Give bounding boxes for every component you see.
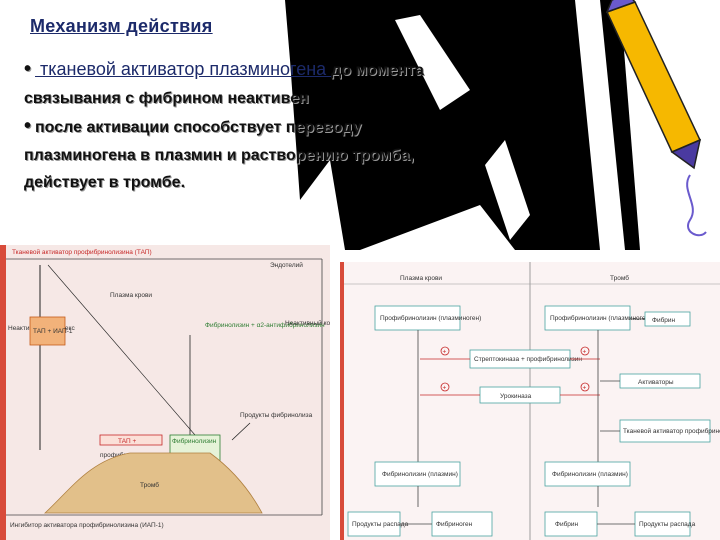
plus-sign-1: + (443, 349, 447, 356)
bullet-line-1: • тканевой активатор плазминогена до мом… (24, 58, 424, 81)
inactive-complex-right-label: Неактивный комплекс (285, 319, 330, 327)
fibrinolysin-green-label: Фибринолизин (172, 437, 217, 445)
fibrin-bottom-label: Фибрин (555, 520, 579, 528)
right-figure-border (340, 262, 344, 540)
tap-plus-box (99, 434, 163, 446)
fibrin-bottom-box (544, 511, 598, 537)
bullet1-blue-text: тканевой активатор плазминогена (35, 59, 332, 79)
bullet-icon: • (24, 115, 32, 137)
fibrinolysin-right-label: Фибринолизин (плазмин) (552, 470, 628, 478)
pencil-icon (605, 0, 707, 237)
profibrinolysin-left-box (374, 305, 461, 331)
blood-plasma-label: Плазма крови (110, 292, 152, 299)
col-thrombus-label: Тромб (610, 274, 629, 282)
prof-left-label: Профибринолизин (плазминоген) (380, 314, 481, 322)
col-plasma-label: Плазма крови (400, 275, 442, 282)
plus-circle-3 (440, 382, 450, 392)
decorative-white-cut-2 (485, 140, 530, 240)
activators-label: Активаторы (638, 379, 674, 386)
bullet-line-5: действует в тромбе. (24, 174, 186, 191)
plus-circle-2 (580, 346, 590, 356)
left-fibrinolysis-figure: Тканевой активатор профибринолизина (ТАП… (0, 245, 330, 540)
streptokinase-label: Стрептокиназа + профибринолизин (474, 355, 582, 363)
decorative-black-stripe (600, 0, 640, 250)
slide-title: Механизм действия (30, 16, 213, 36)
plus-sign-2: + (583, 349, 587, 356)
fibrinolysin-left-box (374, 461, 461, 487)
plus-circle-1 (440, 346, 450, 356)
thrombus-shape (43, 452, 263, 514)
bullet-icon: • (24, 58, 32, 80)
tap-box-label: ТАП + ИАП-1 (33, 328, 73, 335)
plus-sign-3: + (443, 385, 447, 392)
decorative-black-shape (285, 0, 600, 250)
urokinase-label: Урокиназа (500, 393, 532, 400)
prof-right-label: Профибринолизин (плазминоген) (550, 314, 651, 322)
fibrinolysin-right-box (544, 461, 631, 487)
tap-ifap-box (29, 316, 66, 346)
endothelium-label: Эндотелий (270, 261, 303, 269)
fibrinolysin-label: Фибринолизин + α2-антифибринолизин (205, 321, 325, 329)
thrombus-label: Тромб (140, 481, 159, 489)
products-arrow (231, 422, 251, 441)
fibrinogen-label: Фибриноген (436, 520, 473, 528)
bullet-line-3: •после активации способствует переводу (24, 115, 361, 138)
bullet1-rest-text: до момента (331, 62, 424, 79)
fibrinogen-box (431, 511, 493, 537)
diagonal-line (47, 264, 196, 436)
fibrinolysin-left-label: Фибринолизин (плазмин) (382, 470, 458, 478)
products-right-label: Продукты распада (639, 521, 696, 528)
products-left-box (347, 511, 401, 537)
left-figure-border (0, 245, 6, 540)
plus-circle-4 (580, 382, 590, 392)
tap-plus-label: ТАП + (118, 438, 136, 445)
plus-sign-4: + (583, 385, 587, 392)
bullet-line-4: плазминогена в плазмин и растворению тро… (24, 147, 415, 164)
inhibitor-label: Ингибитор активатора профибринолизина (И… (10, 521, 164, 529)
products-label: Продукты фибринолиза (240, 411, 313, 419)
products-right-box (634, 511, 691, 537)
decorative-white-cut (395, 15, 470, 110)
profibrinolysin-right-box (544, 305, 631, 331)
bullet2-text: после активации способствует переводу (35, 119, 362, 136)
tissue-activator-label: Тканевой активатор профибринолизина (623, 427, 720, 435)
tap-header-label: Тканевой активатор профибринолизина (ТАП… (12, 248, 152, 256)
right-fibrinolysis-scheme: Плазма крови Тромб Профибринолизин (плаз… (340, 262, 720, 540)
fibrin-top-label: Фибрин (652, 316, 676, 324)
bullet-line-2: связывания с фибрином неактивен (24, 90, 309, 107)
products-left-label: Продукты распада (352, 521, 409, 528)
